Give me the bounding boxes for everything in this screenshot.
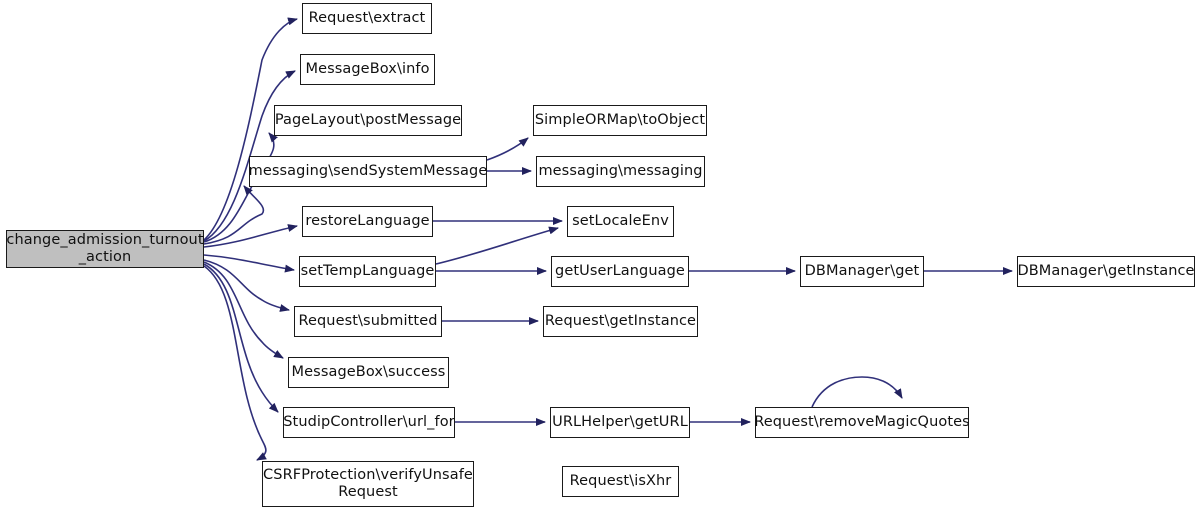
node-setlocaleenv[interactable]: setLocaleEnv: [567, 206, 674, 237]
node-request_getinst[interactable]: Request\getInstance: [543, 306, 698, 337]
node-request_removemq[interactable]: Request\removeMagicQuotes: [754, 407, 970, 438]
node-messaging_send[interactable]: messaging\sendSystemMessage: [249, 156, 487, 187]
node-dbmanager_inst[interactable]: DBManager\getInstance: [1017, 256, 1195, 287]
node-restore_lang[interactable]: restoreLanguage: [302, 206, 433, 237]
node-simpleormap[interactable]: SimpleORMap\toObject: [533, 105, 707, 136]
node-dbmanager_get[interactable]: DBManager\get: [800, 256, 924, 287]
node-request_isxhr[interactable]: Request\isXhr: [562, 466, 679, 497]
edge-root-to-csrf_verify: [203, 265, 267, 461]
node-root[interactable]: change_admission_turnout _action: [6, 230, 204, 268]
node-csrf_verify[interactable]: CSRFProtection\verifyUnsafe Request: [262, 461, 474, 507]
edge-root-to-restore_lang: [203, 224, 298, 248]
node-request_extract[interactable]: Request\extract: [302, 3, 432, 34]
edge-settemp_lang-to-setlocaleenv: [435, 226, 559, 265]
edge-root-to-studip_url_for: [203, 263, 279, 413]
node-messagebox_succ[interactable]: MessageBox\success: [288, 357, 449, 388]
node-studip_url_for[interactable]: StudipController\url_for: [283, 407, 455, 438]
edge-root-to-messagebox_succ: [203, 261, 284, 359]
edge-root-to-request_submitted: [203, 259, 290, 312]
node-getuserlanguage[interactable]: getUserLanguage: [551, 256, 689, 287]
node-settemp_lang[interactable]: setTempLanguage: [299, 256, 436, 287]
node-pagelayout_post[interactable]: PageLayout\postMessage: [274, 105, 462, 136]
node-request_submitted[interactable]: Request\submitted: [294, 306, 442, 337]
edges-group: [203, 17, 1013, 461]
node-messagebox_info[interactable]: MessageBox\info: [300, 54, 435, 85]
edge-root-to-messaging_send: [203, 185, 265, 245]
edge-root-to-settemp_lang: [203, 254, 295, 273]
edge-request_removemq-to-request_removemq: [811, 376, 903, 408]
edge-root-to-pagelayout_post: [203, 132, 278, 243]
edge-messaging_send-to-simpleormap: [486, 137, 529, 161]
node-messaging_msg[interactable]: messaging\messaging: [536, 156, 705, 187]
node-urlhelper_geturl[interactable]: URLHelper\getURL: [550, 407, 690, 438]
